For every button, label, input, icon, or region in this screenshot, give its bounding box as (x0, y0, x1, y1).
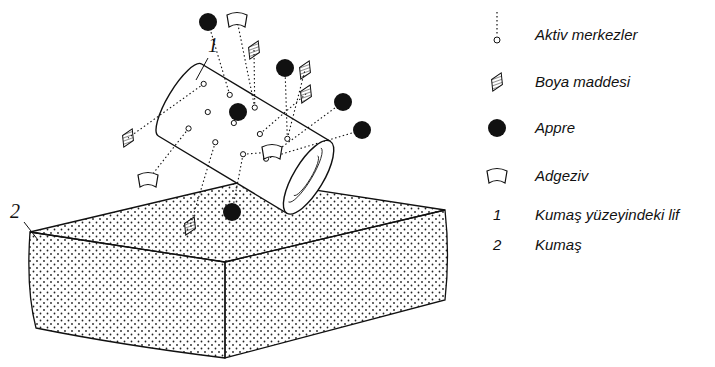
dye-particle (296, 82, 315, 105)
legend-label: Appre (535, 119, 575, 137)
dye-particle (295, 58, 314, 81)
dye-particle (118, 126, 137, 149)
active-center (285, 136, 290, 141)
legend-label: Adgeziv (535, 167, 588, 185)
callout-number: 2 (10, 200, 20, 222)
bond-line (287, 70, 305, 139)
dye-particle (487, 70, 506, 93)
active-center (227, 92, 232, 97)
legend-label: 1 (493, 206, 501, 224)
active-center (201, 81, 206, 86)
legend-label: Kumaş yüzeyindeki lif (535, 206, 679, 224)
dye-particle (180, 214, 199, 237)
finish-particle (229, 103, 247, 121)
bond-line (237, 20, 255, 108)
finish-particle (276, 59, 294, 77)
finish-particle (488, 119, 506, 137)
active-center (186, 126, 191, 131)
bond-line (148, 128, 189, 180)
fiber-cylinder (148, 58, 343, 221)
finish-particle (334, 93, 352, 111)
bond-line (260, 94, 306, 134)
adhesive-particle (262, 145, 282, 160)
bond-line (496, 12, 497, 36)
bond-line (208, 22, 230, 95)
dye-particle (244, 38, 263, 61)
bond-line (128, 84, 204, 138)
active-center (257, 131, 262, 136)
bond-line (253, 50, 255, 108)
fabric-block (29, 180, 448, 358)
active-center (213, 140, 218, 145)
bond-line (285, 68, 287, 139)
legend-label: Kumaş (535, 236, 582, 254)
active-center (205, 109, 210, 114)
legend-label: Aktiv merkezler (535, 26, 638, 44)
adhesive-particle (138, 173, 158, 188)
legend-label: 2 (493, 236, 501, 254)
active-center (252, 105, 257, 110)
finish-particle (223, 203, 241, 221)
leader-line (24, 222, 38, 240)
leader-line (196, 58, 208, 80)
adhesive-particle (227, 13, 247, 28)
active-center (240, 152, 245, 157)
active-center (231, 120, 236, 125)
legend-label: Boya maddesi (535, 73, 630, 91)
particles (118, 13, 371, 238)
legend-symbols (487, 12, 507, 183)
active-center (494, 37, 500, 43)
finish-particle (199, 13, 217, 31)
callout-number: 1 (208, 34, 218, 56)
bond-line (190, 142, 215, 226)
finish-particle (353, 121, 371, 139)
adhesive-particle (487, 169, 507, 184)
